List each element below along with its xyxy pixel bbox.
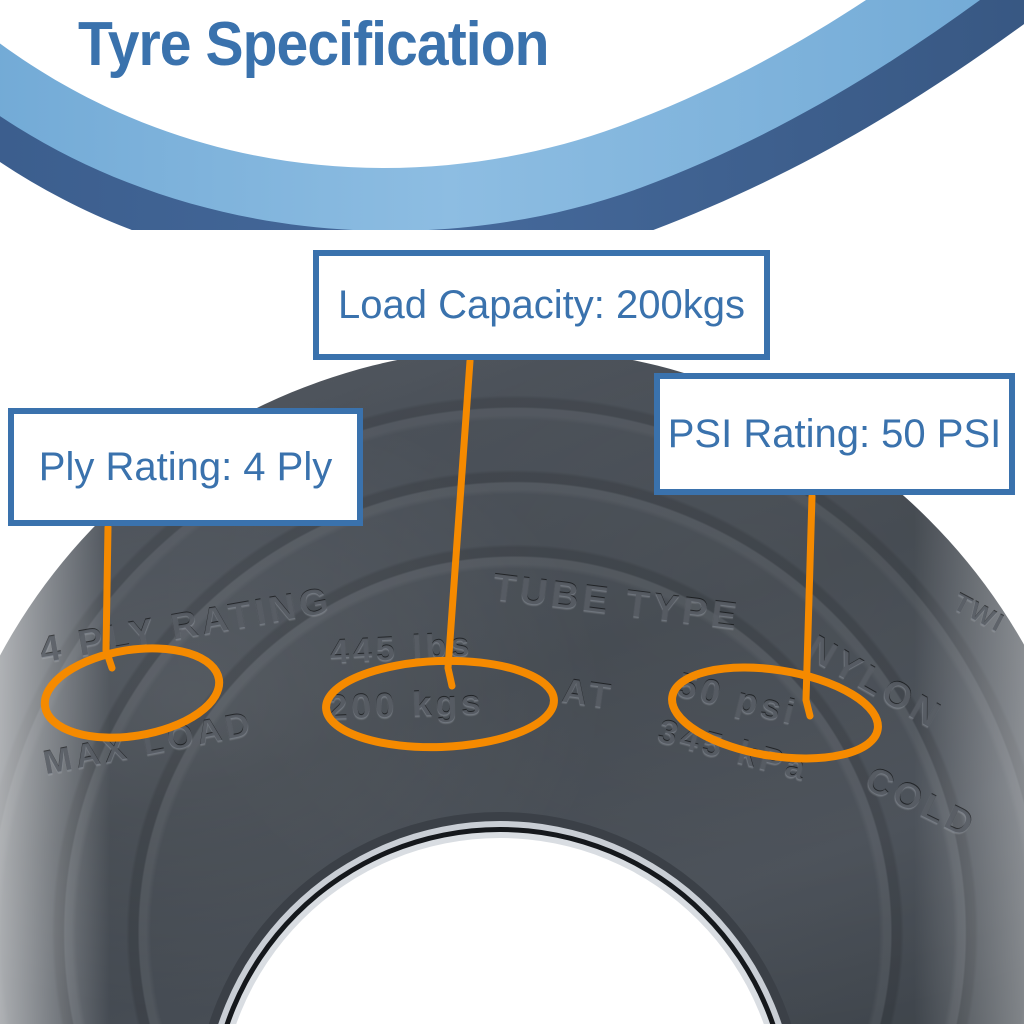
callout-load-capacity[interactable]: Load Capacity: 200kgs — [313, 250, 770, 360]
page-title: Tyre Specification — [78, 10, 549, 79]
callout-ply-rating-label: Ply Rating: 4 Ply — [38, 444, 333, 489]
swoosh-arc-light — [0, 0, 980, 230]
header-swoosh-banner — [0, 0, 1024, 230]
callout-ply-rating[interactable]: Ply Rating: 4 Ply — [8, 408, 363, 526]
callout-load-capacity-label: Load Capacity: 200kgs — [338, 282, 745, 327]
callout-psi-rating-label: PSI Rating: 50 PSI — [667, 411, 1002, 456]
callout-psi-rating[interactable]: PSI Rating: 50 PSI — [654, 373, 1015, 495]
swoosh-arc-dark — [0, 0, 1024, 230]
